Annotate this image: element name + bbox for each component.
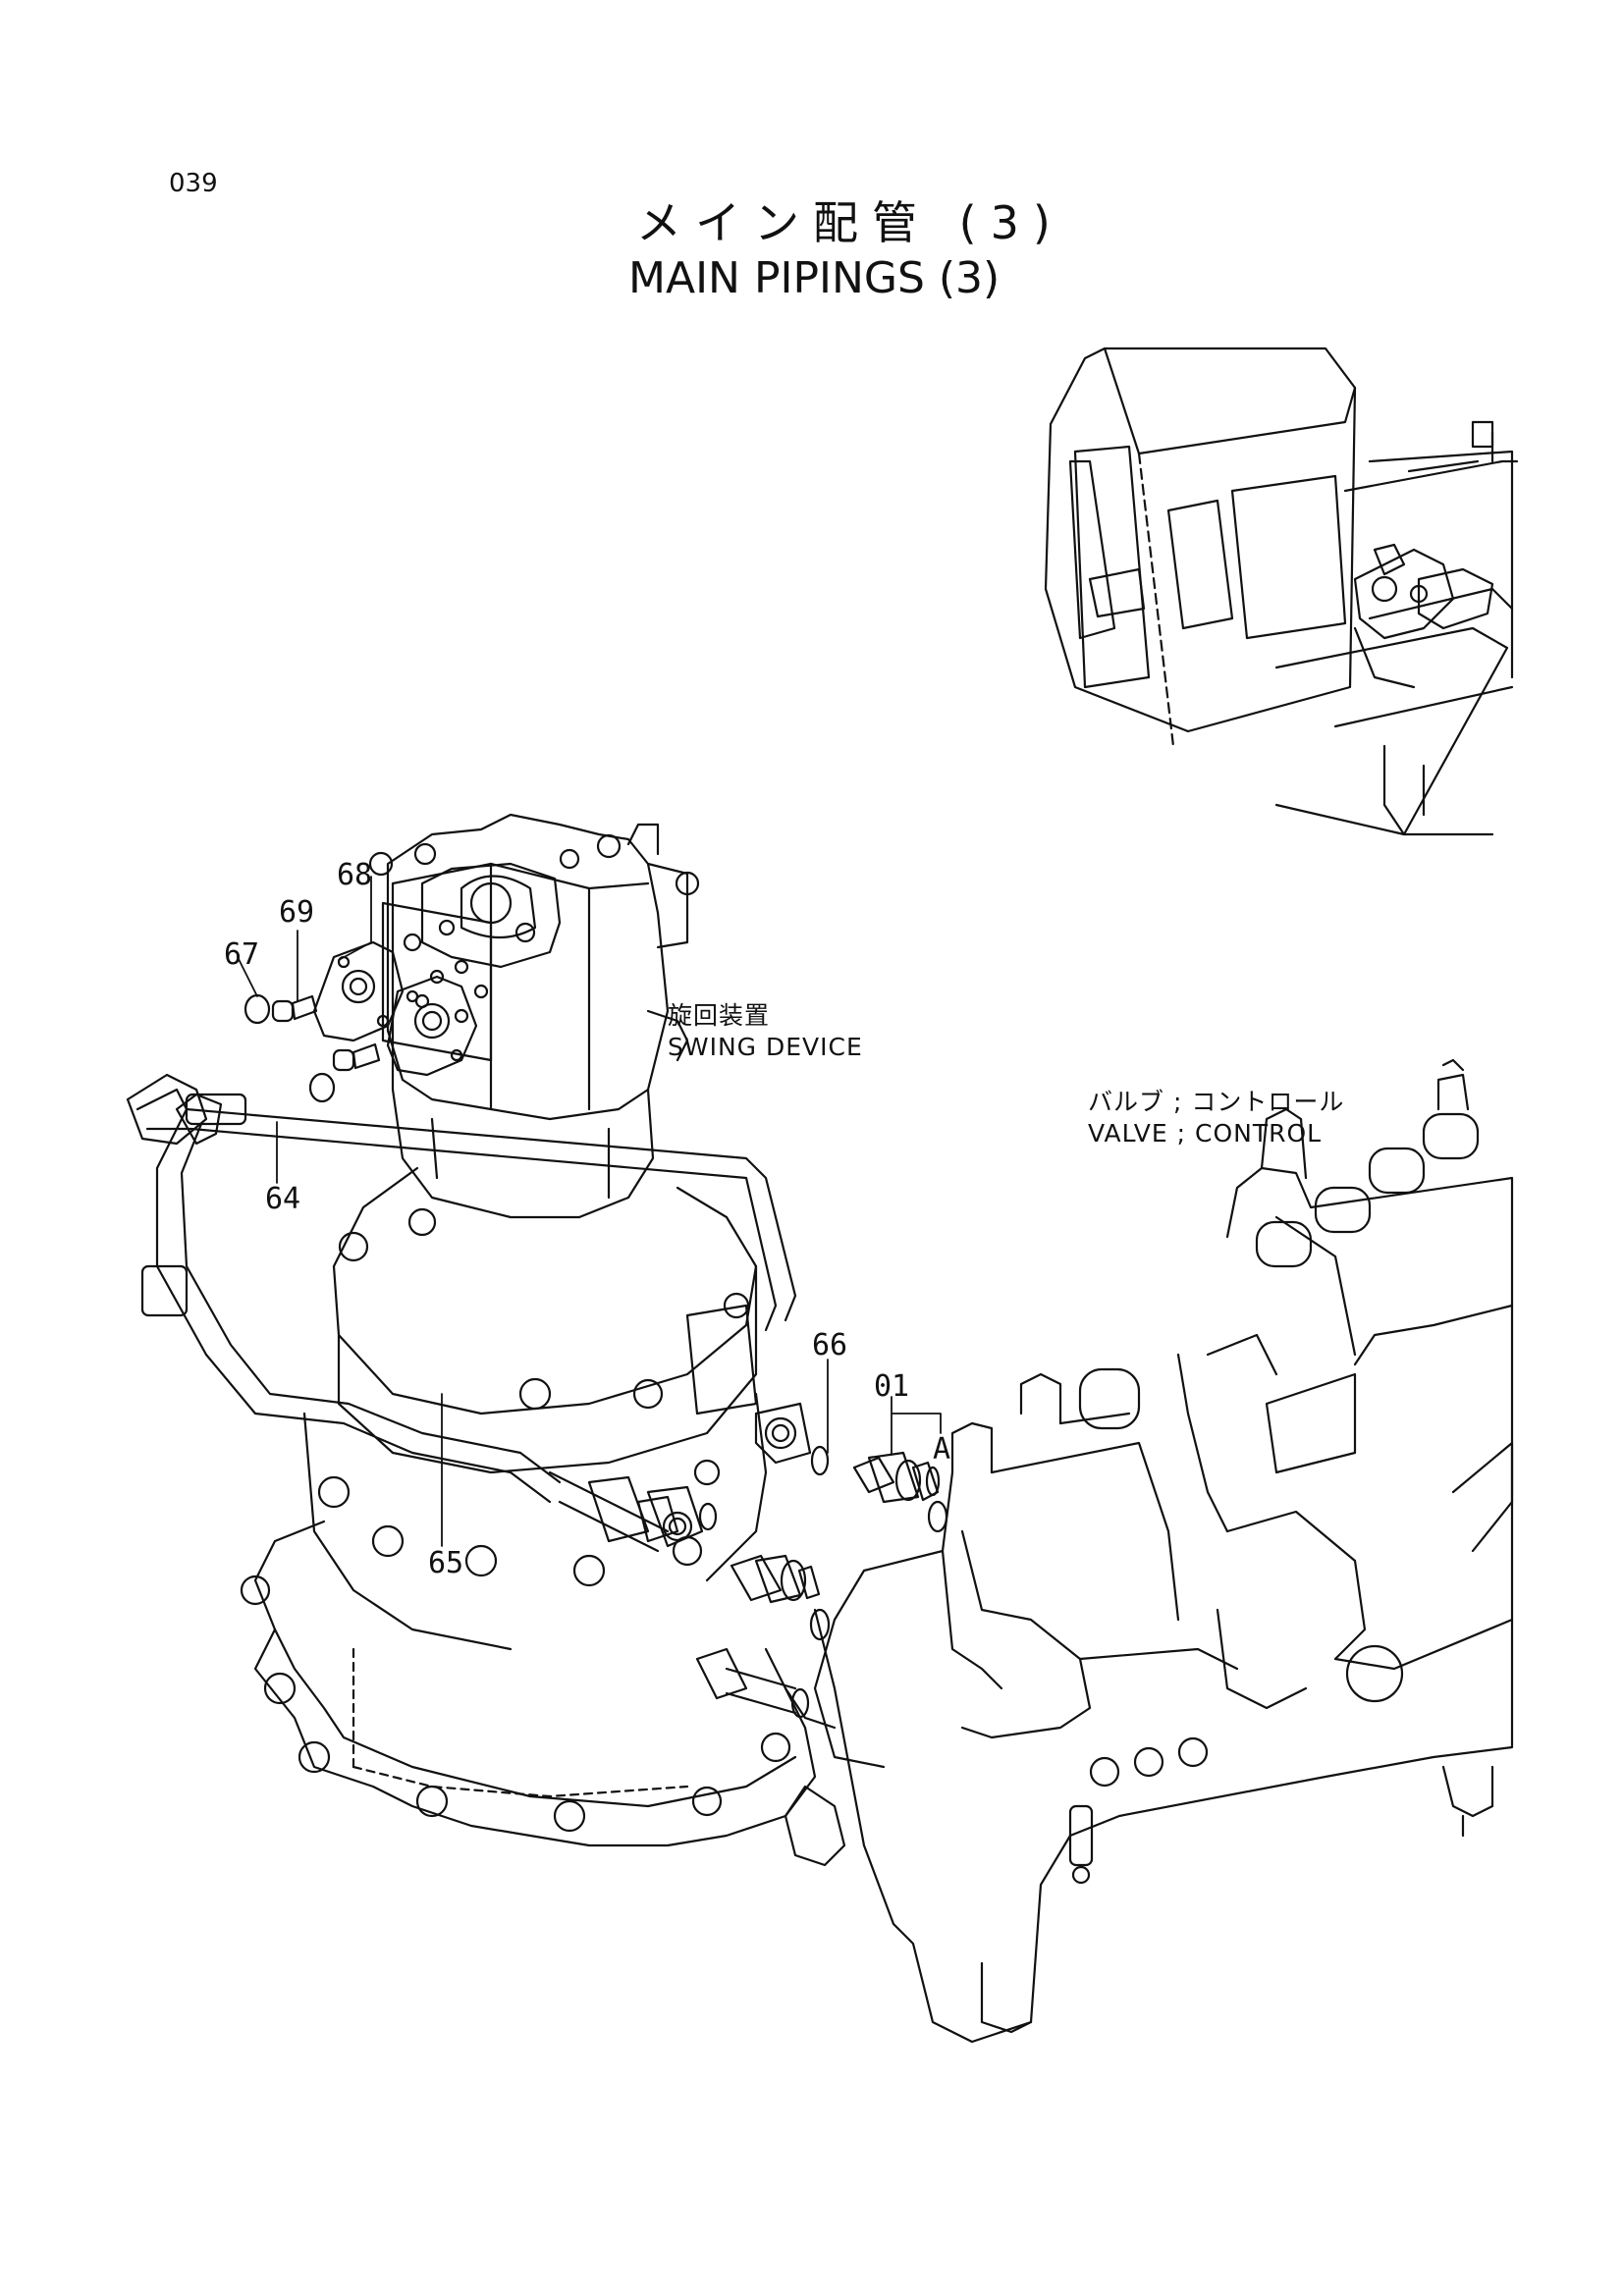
callout-65: 65 — [428, 1546, 464, 1580]
page-title: MAIN PIPINGS (3) — [628, 253, 1001, 303]
swing-device — [370, 815, 698, 1217]
excavator-locator-view — [1046, 348, 1517, 834]
callout-69: 69 — [279, 895, 315, 930]
callout-A: A — [933, 1432, 951, 1467]
control-valve-label: VALVE ; CONTROL — [1088, 1119, 1323, 1148]
control-valve — [766, 1060, 1512, 2042]
adapter-01 — [854, 1453, 939, 1502]
leader-lines — [238, 877, 941, 1546]
fitting-lower — [697, 1649, 808, 1717]
callout-68: 68 — [337, 858, 373, 892]
page-number: 039 — [169, 169, 218, 198]
page-title-japanese: メイン配管 (3) — [636, 196, 1064, 249]
callout-66: 66 — [812, 1328, 848, 1362]
control-valve-label-jp: バルブ ; コントロール — [1088, 1088, 1345, 1116]
swing-device-label-jp: 旋回装置 — [668, 1001, 771, 1030]
hose-64 — [128, 1075, 810, 1463]
swing-reduction-gear — [242, 1168, 815, 1845]
swing-device-label: SWING DEVICE — [668, 1033, 863, 1061]
o-rings — [245, 995, 947, 1639]
flange-68 — [314, 942, 476, 1075]
hose-65 — [142, 1095, 702, 1551]
callout-64: 64 — [265, 1182, 301, 1216]
bolt-69 — [273, 996, 379, 1070]
callout-67: 67 — [224, 937, 260, 972]
adapter-01-lower — [731, 1556, 819, 1602]
callout-01: 01 — [874, 1369, 910, 1404]
